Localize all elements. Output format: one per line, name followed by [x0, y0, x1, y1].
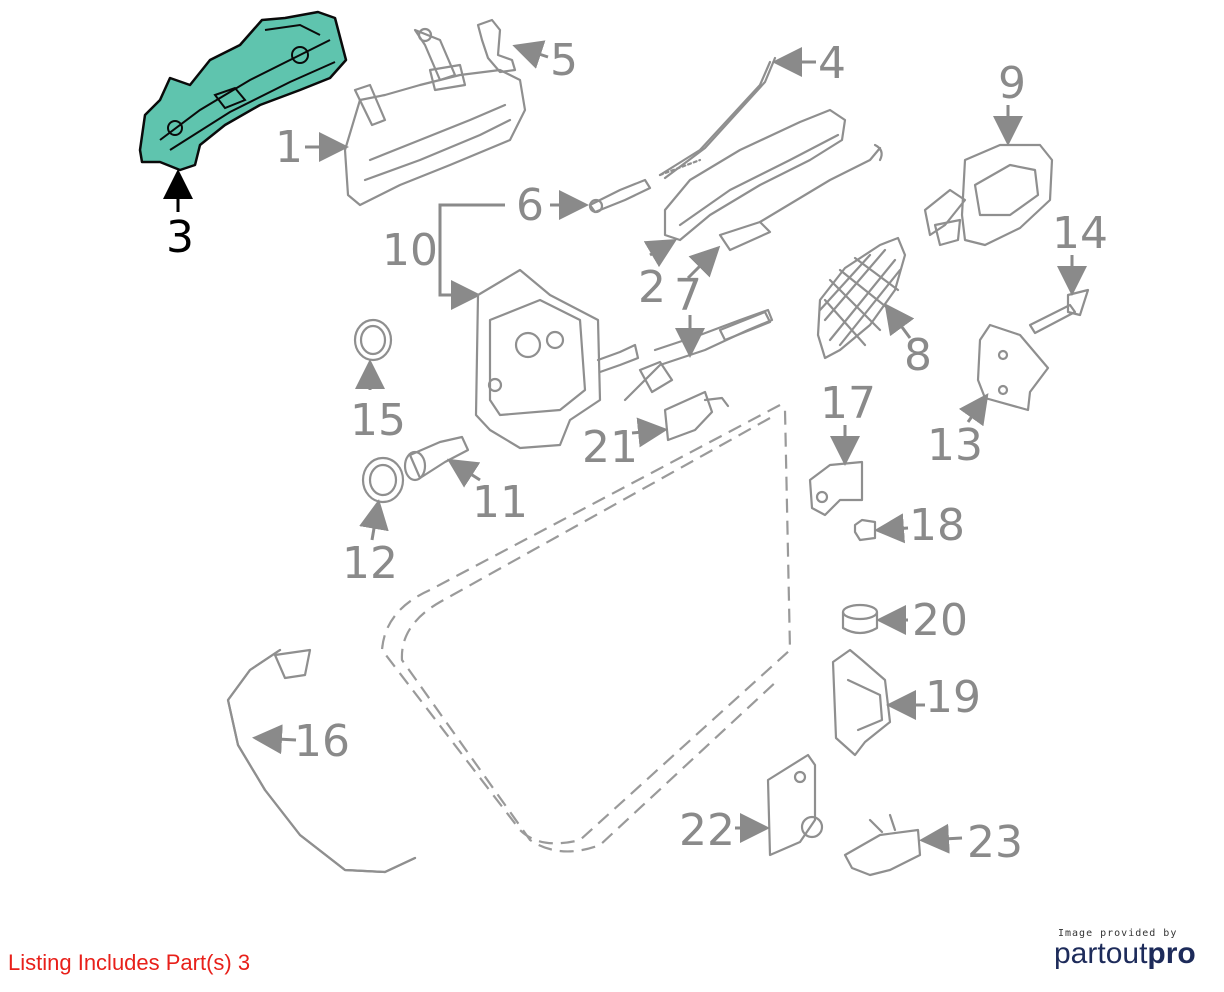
callout-11: 11	[472, 477, 528, 528]
part-18-cap[interactable]	[853, 518, 877, 542]
callout-10: 10	[382, 225, 438, 276]
callout-2: 2	[638, 262, 666, 313]
callout-19: 19	[925, 672, 981, 723]
part-23-bracket[interactable]	[843, 813, 922, 877]
callout-5: 5	[550, 35, 578, 86]
part-14-screw[interactable]	[1028, 288, 1090, 335]
part-3-handle-carrier[interactable]	[138, 10, 348, 172]
callout-1: 1	[275, 122, 303, 173]
part-15-grommet[interactable]	[353, 318, 393, 362]
part-21-switch[interactable]	[663, 390, 730, 442]
callout-20: 20	[912, 595, 968, 646]
callout-6: 6	[516, 180, 544, 231]
part-12-grommet[interactable]	[361, 456, 405, 504]
part-8-grille[interactable]	[816, 236, 907, 360]
callout-23: 23	[967, 817, 1023, 868]
callout-13: 13	[927, 420, 983, 471]
part-10-lock-actuator[interactable]	[474, 268, 640, 450]
brand-provided-text: Image provided by	[1058, 928, 1178, 939]
callout-4: 4	[818, 38, 846, 89]
part-4-rod[interactable]	[658, 56, 777, 180]
part-5-clip[interactable]	[476, 18, 517, 74]
brand-name: partoutpro	[1054, 939, 1204, 969]
part-2-outer-handle[interactable]	[663, 108, 847, 242]
leader-10	[438, 203, 505, 310]
part-9-inner-handle[interactable]	[923, 143, 1054, 247]
part-6-pin[interactable]	[588, 178, 652, 214]
partoutpro-logo: Image provided by partoutpro	[1054, 928, 1204, 969]
callout-15: 15	[350, 395, 406, 446]
part-11-bushing[interactable]	[403, 435, 470, 482]
callout-21: 21	[582, 422, 638, 473]
callout-14: 14	[1052, 208, 1108, 259]
part-17-bracket[interactable]	[808, 460, 864, 517]
callout-22: 22	[679, 805, 735, 856]
part-19-striker[interactable]	[831, 648, 892, 757]
door-window-outline	[380, 403, 792, 853]
part-20-cap[interactable]	[841, 603, 879, 635]
callout-7: 7	[674, 270, 702, 321]
part-1-handle-frame[interactable]	[343, 27, 527, 207]
callout-8: 8	[904, 330, 932, 381]
brand-name-b: pro	[1147, 937, 1196, 970]
callout-18: 18	[909, 500, 965, 551]
callout-16: 16	[294, 716, 350, 767]
brand-name-a: partout	[1054, 937, 1148, 970]
callout-17: 17	[820, 378, 876, 429]
part-13-plate[interactable]	[976, 323, 1050, 412]
part-16-seal-strip[interactable]	[226, 648, 417, 874]
callout-12: 12	[342, 538, 398, 589]
part-7-cable[interactable]	[623, 143, 883, 402]
callout-3: 3	[166, 212, 194, 263]
listing-includes-note: Listing Includes Part(s) 3	[8, 950, 251, 975]
callout-labels: 1 2 3 4 5 6 7 8 9 10 11 12 13 14 15 16 1…	[166, 35, 1108, 868]
part-22-latch[interactable]	[766, 753, 824, 857]
callout-9: 9	[998, 58, 1026, 109]
